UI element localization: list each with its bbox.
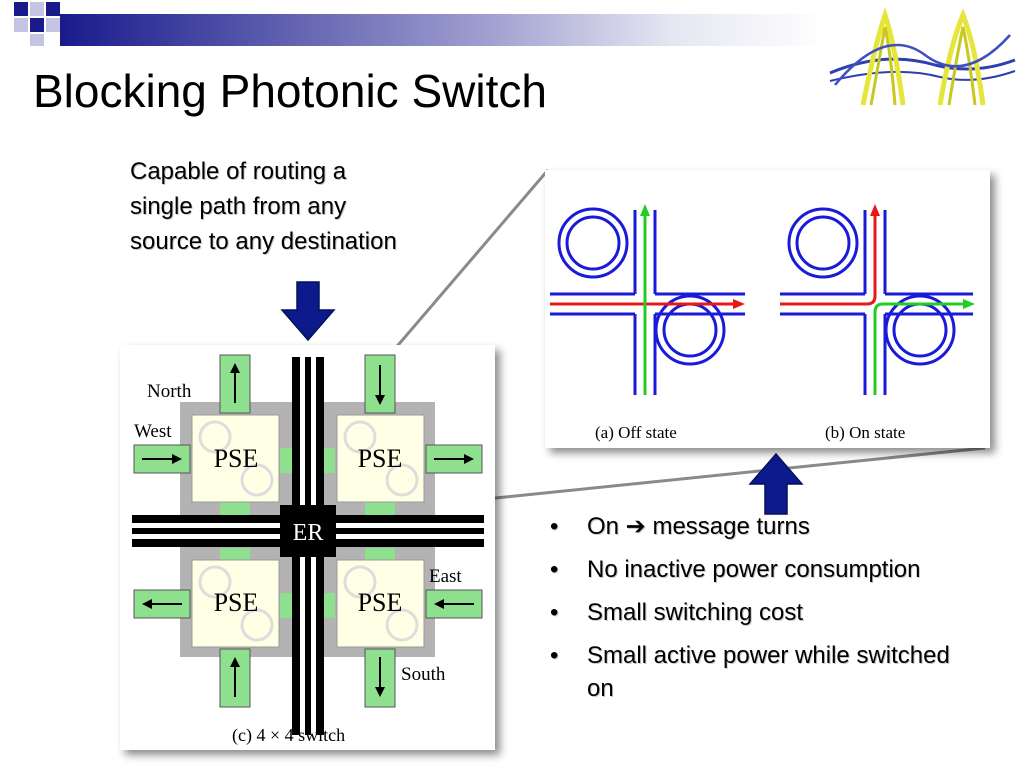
- bullet-dot: •: [550, 599, 559, 626]
- on-state-caption: (b) On state: [825, 423, 905, 442]
- port-east-top: [425, 444, 483, 474]
- bridge-logo-icon: [829, 7, 1016, 106]
- bullet-item: • Small active power while switched on: [550, 639, 967, 705]
- bullet-list: • On ➔ message turns • No inactive power c…: [550, 510, 1020, 715]
- east-label: East: [429, 566, 462, 587]
- port-north-left: [219, 354, 251, 414]
- off-on-state-diagram: (a) Off state (b) On state: [550, 204, 975, 442]
- pse-label: PSE: [358, 588, 403, 617]
- pse-label: PSE: [358, 444, 403, 473]
- pse-label: PSE: [214, 444, 259, 473]
- bullet-text: No inactive power consumption: [587, 556, 921, 583]
- bullet-text: On ➔ message turns: [587, 513, 810, 540]
- port-west-top: [133, 444, 191, 474]
- port-west-bottom: [133, 589, 191, 619]
- er-label: ER: [293, 520, 324, 546]
- on-state-diagram: (b) On state: [780, 204, 975, 442]
- port-north-right: [364, 354, 396, 414]
- description-line: single path from any: [130, 193, 347, 220]
- port-south-left: [219, 648, 251, 708]
- port-south-right: [364, 648, 396, 708]
- description-line: source to any destination: [130, 228, 397, 255]
- description-text: Capable of routing a single path from an…: [130, 154, 490, 259]
- bullet-dot: •: [550, 642, 559, 669]
- switch-4x4-figure: ER PSE PSE PSE PSE: [120, 345, 495, 750]
- bullet-dot: •: [550, 556, 559, 583]
- off-state-caption: (a) Off state: [595, 423, 677, 442]
- west-label: West: [134, 421, 172, 442]
- bullet-text: Small switching cost: [587, 599, 804, 626]
- bullet-item: • On ➔ message turns: [550, 510, 1020, 543]
- bullet-item: • Small switching cost: [550, 596, 1020, 629]
- up-arrow-icon: [748, 452, 804, 515]
- switch-4x4-diagram: ER PSE PSE PSE PSE: [132, 354, 484, 746]
- pse-bottom-right: PSE: [336, 559, 425, 648]
- switch-caption: (c) 4 × 4 switch: [232, 725, 345, 746]
- bullet-item: • No inactive power consumption: [550, 553, 1020, 586]
- port-east-bottom: [425, 589, 483, 619]
- slide-title: Blocking Photonic Switch: [33, 65, 547, 117]
- north-label: North: [147, 381, 192, 402]
- description-line: Capable of routing a: [130, 158, 347, 185]
- header-decoration: [14, 2, 825, 46]
- bullet-text: Small active power while switched on: [587, 642, 950, 702]
- pse-label: PSE: [214, 588, 259, 617]
- switch-states-figure: (a) Off state (b) On state: [545, 170, 990, 448]
- south-label: South: [401, 664, 446, 685]
- pse-top-right: PSE: [336, 414, 425, 503]
- off-state-diagram: (a) Off state: [550, 204, 745, 442]
- bullet-dot: •: [550, 513, 559, 540]
- down-arrow-icon: [280, 281, 336, 342]
- pse-bottom-left: PSE: [191, 559, 280, 648]
- pse-top-left: PSE: [191, 414, 280, 503]
